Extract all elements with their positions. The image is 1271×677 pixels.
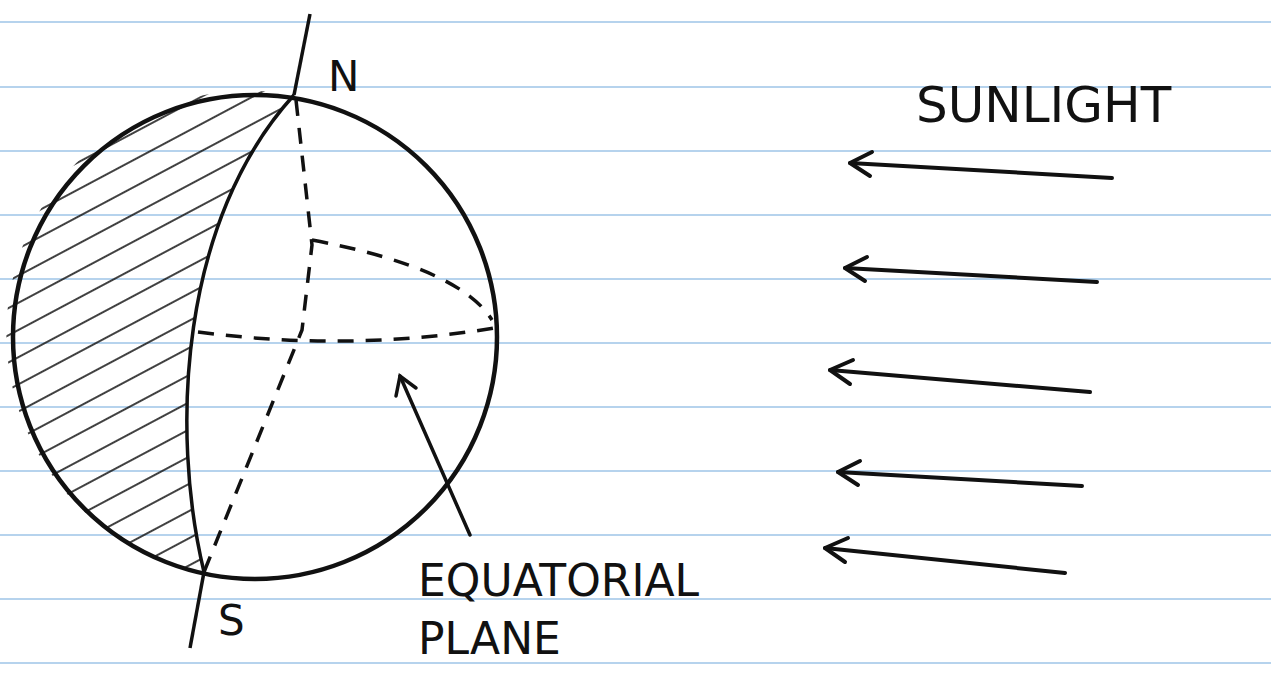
earth-outline bbox=[13, 95, 497, 579]
pole-label: N bbox=[328, 56, 359, 98]
pole-label: S bbox=[218, 600, 245, 642]
sunlight-label: SUNLIGHT bbox=[916, 80, 1171, 130]
equator-ellipse bbox=[198, 240, 494, 341]
rotation-axis bbox=[190, 14, 312, 648]
night-side-hatching bbox=[6, 91, 294, 572]
sunlight-arrows bbox=[825, 152, 1112, 573]
equatorial-plane-label: EQUATORIAL PLANE bbox=[418, 552, 808, 668]
equator-pointer bbox=[396, 376, 470, 535]
